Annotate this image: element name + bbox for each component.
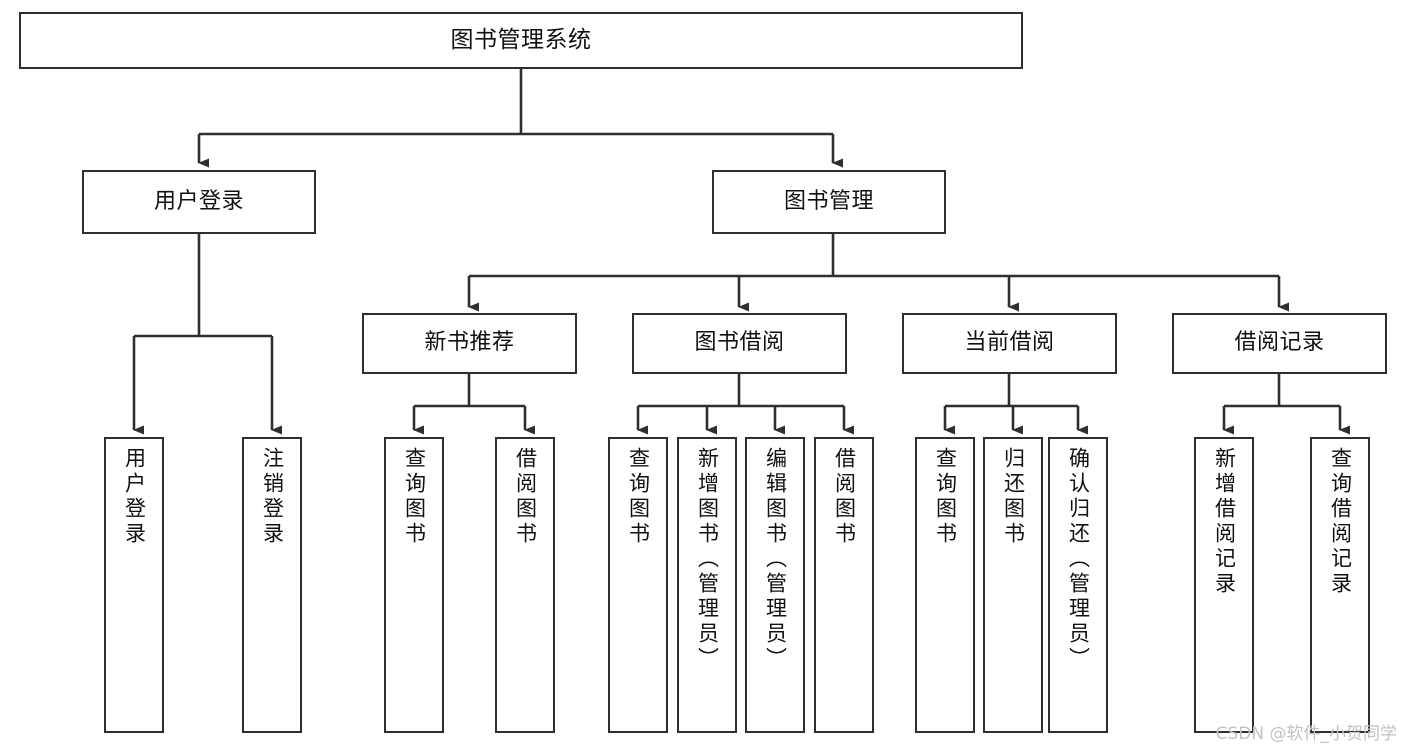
leaf-book-borrow-borrow-book-label: 借阅图书 xyxy=(832,447,857,547)
leaf-borrow-record-add-record-label: 新增借阅记录 xyxy=(1212,447,1237,597)
leaf-current-borrow-return-book[interactable]: 归还图书 xyxy=(983,437,1043,733)
leaf-book-borrow-query-book[interactable]: 查询图书 xyxy=(608,437,668,733)
node-book-management[interactable]: 图书管理 xyxy=(712,170,946,234)
leaf-new-book-borrow-book[interactable]: 借阅图书 xyxy=(495,437,555,733)
leaf-borrow-record-query-record[interactable]: 查询借阅记录 xyxy=(1310,437,1370,733)
leaf-borrow-record-add-record[interactable]: 新增借阅记录 xyxy=(1194,437,1254,733)
node-current-borrow-label: 当前借阅 xyxy=(964,330,1055,356)
leaf-book-borrow-borrow-book[interactable]: 借阅图书 xyxy=(814,437,874,733)
csdn-watermark: CSDN @软件_小贺同学 xyxy=(1215,724,1397,744)
leaf-current-borrow-confirm-return-admin[interactable]: 确认归还（管理员） xyxy=(1048,437,1108,733)
leaf-book-borrow-edit-book-admin[interactable]: 编辑图书（管理员） xyxy=(745,437,805,733)
leaf-book-borrow-add-book-admin-label: 新增图书（管理员） xyxy=(695,447,720,672)
leaf-user-login-login-label: 用户登录 xyxy=(122,447,147,547)
node-new-book-recommend-label: 新书推荐 xyxy=(424,330,515,356)
node-borrow-record-label: 借阅记录 xyxy=(1234,330,1325,356)
leaf-borrow-record-query-record-label: 查询借阅记录 xyxy=(1328,447,1353,597)
leaf-new-book-query-book[interactable]: 查询图书 xyxy=(384,437,444,733)
node-book-management-label: 图书管理 xyxy=(783,188,874,214)
node-current-borrow[interactable]: 当前借阅 xyxy=(902,313,1117,374)
leaf-user-login-logout-label: 注销登录 xyxy=(260,447,285,547)
node-user-login-label: 用户登录 xyxy=(153,188,244,214)
leaf-current-borrow-query-book[interactable]: 查询图书 xyxy=(915,437,975,733)
leaf-new-book-borrow-book-label: 借阅图书 xyxy=(513,447,538,547)
node-root-label: 图书管理系统 xyxy=(450,26,592,53)
node-book-borrow[interactable]: 图书借阅 xyxy=(632,313,847,374)
leaf-user-login-logout[interactable]: 注销登录 xyxy=(242,437,302,733)
leaf-book-borrow-edit-book-admin-label: 编辑图书（管理员） xyxy=(763,447,788,672)
leaf-book-borrow-query-book-label: 查询图书 xyxy=(626,447,651,547)
leaf-book-borrow-add-book-admin[interactable]: 新增图书（管理员） xyxy=(677,437,737,733)
node-root-book-management-system[interactable]: 图书管理系统 xyxy=(19,12,1023,69)
node-book-borrow-label: 图书借阅 xyxy=(694,330,785,356)
leaf-new-book-query-book-label: 查询图书 xyxy=(402,447,427,547)
leaf-current-borrow-return-book-label: 归还图书 xyxy=(1001,447,1026,547)
node-new-book-recommend[interactable]: 新书推荐 xyxy=(362,313,577,374)
leaf-current-borrow-query-book-label: 查询图书 xyxy=(933,447,958,547)
leaf-current-borrow-confirm-return-admin-label: 确认归还（管理员） xyxy=(1066,447,1091,672)
node-user-login[interactable]: 用户登录 xyxy=(82,170,316,234)
leaf-user-login-login[interactable]: 用户登录 xyxy=(104,437,164,733)
node-borrow-record[interactable]: 借阅记录 xyxy=(1172,313,1387,374)
